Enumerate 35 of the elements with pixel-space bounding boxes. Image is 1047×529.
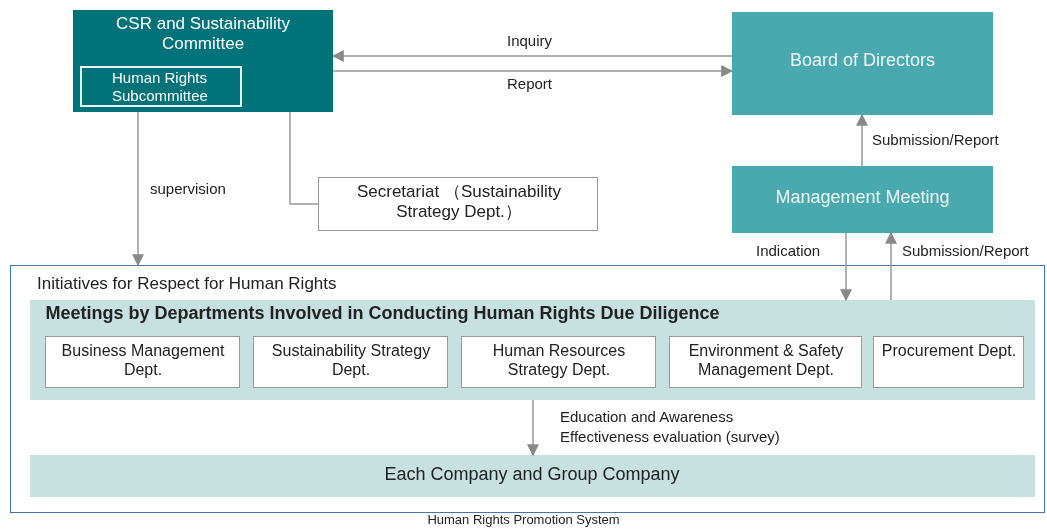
caption: Human Rights Promotion System — [426, 512, 621, 527]
node-label: Environment & Safety Management Dept. — [687, 340, 845, 379]
node-label: CSR and Sustainability Committee — [115, 14, 291, 55]
node-label: Secretariat （Sustainability Strategy Dept.） — [355, 182, 563, 223]
node-label: Sustainability Strategy Dept. — [270, 340, 432, 379]
committee-box — [73, 10, 333, 112]
arrow — [132, 111, 144, 267]
arrow — [527, 399, 539, 457]
node-label: Human Rights Subcommittee — [111, 69, 209, 105]
arrow — [331, 50, 733, 62]
node-label: Human Resources Strategy Dept. — [491, 340, 627, 379]
department-box — [252, 335, 448, 388]
node-label: Initiatives for Respect for Human Rights — [36, 274, 338, 295]
node-label: Meetings by Departments Involved in Conducting Human Rights Due Diligence — [44, 302, 721, 325]
department-box — [460, 335, 656, 388]
connector-line — [289, 111, 319, 205]
department-box — [318, 177, 598, 231]
department-box — [668, 335, 862, 388]
group-frame — [10, 265, 1045, 513]
department-box — [44, 335, 240, 388]
node-label: Procurement Dept. — [880, 340, 1018, 360]
process-box — [732, 166, 993, 233]
process-box — [732, 12, 993, 115]
arrow — [885, 231, 897, 301]
arrow — [332, 65, 734, 77]
band-box — [29, 454, 1035, 497]
node-label: Each Company and Group Company — [383, 463, 681, 486]
node-label: Business Management Dept. — [60, 340, 226, 379]
arrow — [856, 113, 868, 167]
subcommittee-box — [80, 66, 242, 107]
node-label: Management Meeting — [774, 187, 951, 209]
band-box — [29, 299, 1035, 400]
arrow — [840, 232, 852, 302]
node-label: Board of Directors — [788, 50, 937, 72]
department-box — [872, 335, 1024, 388]
